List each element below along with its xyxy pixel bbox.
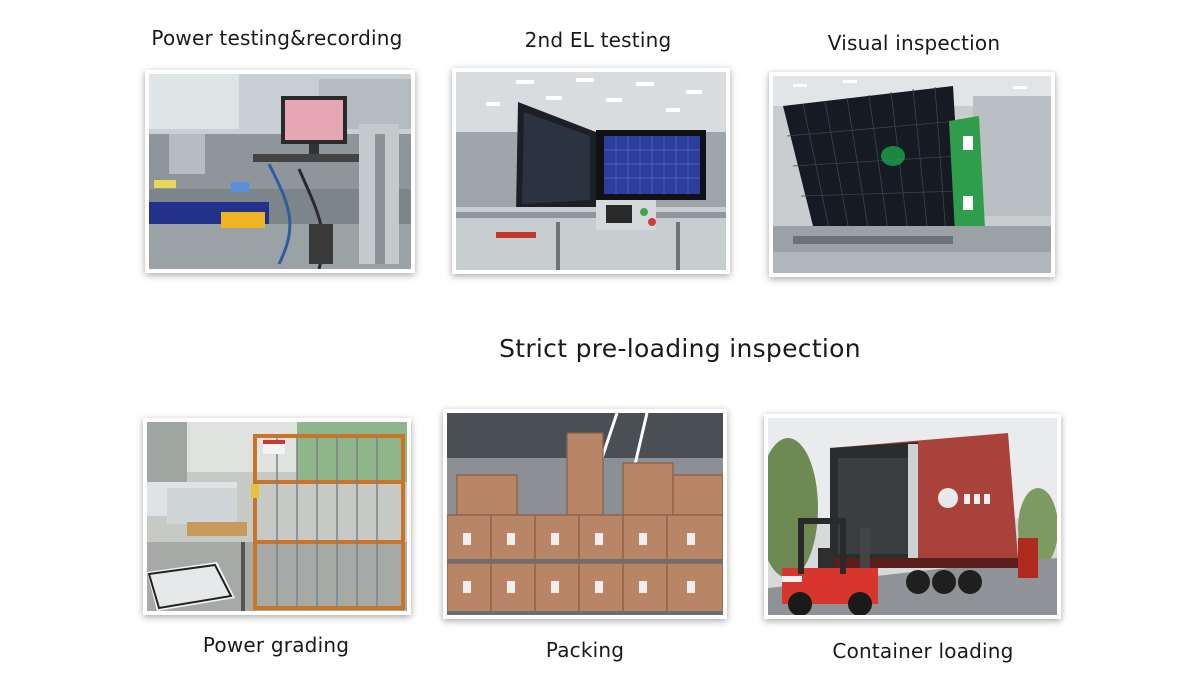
caption-el-testing: 2nd EL testing <box>524 28 672 52</box>
photo-el-testing <box>452 68 730 274</box>
caption-visual-inspection: Visual inspection <box>827 31 1001 55</box>
photo-power-testing <box>145 70 415 273</box>
caption-container-loading: Container loading <box>832 639 1014 663</box>
photo-packing <box>443 409 727 619</box>
photo-visual-inspection <box>769 72 1055 277</box>
caption-power-testing: Power testing&recording <box>151 26 403 50</box>
caption-power-grading: Power grading <box>202 633 350 657</box>
section-heading: Strict pre-loading inspection <box>499 334 861 363</box>
caption-packing: Packing <box>545 638 625 662</box>
photo-power-grading <box>143 418 411 615</box>
photo-container-loading <box>764 414 1061 619</box>
